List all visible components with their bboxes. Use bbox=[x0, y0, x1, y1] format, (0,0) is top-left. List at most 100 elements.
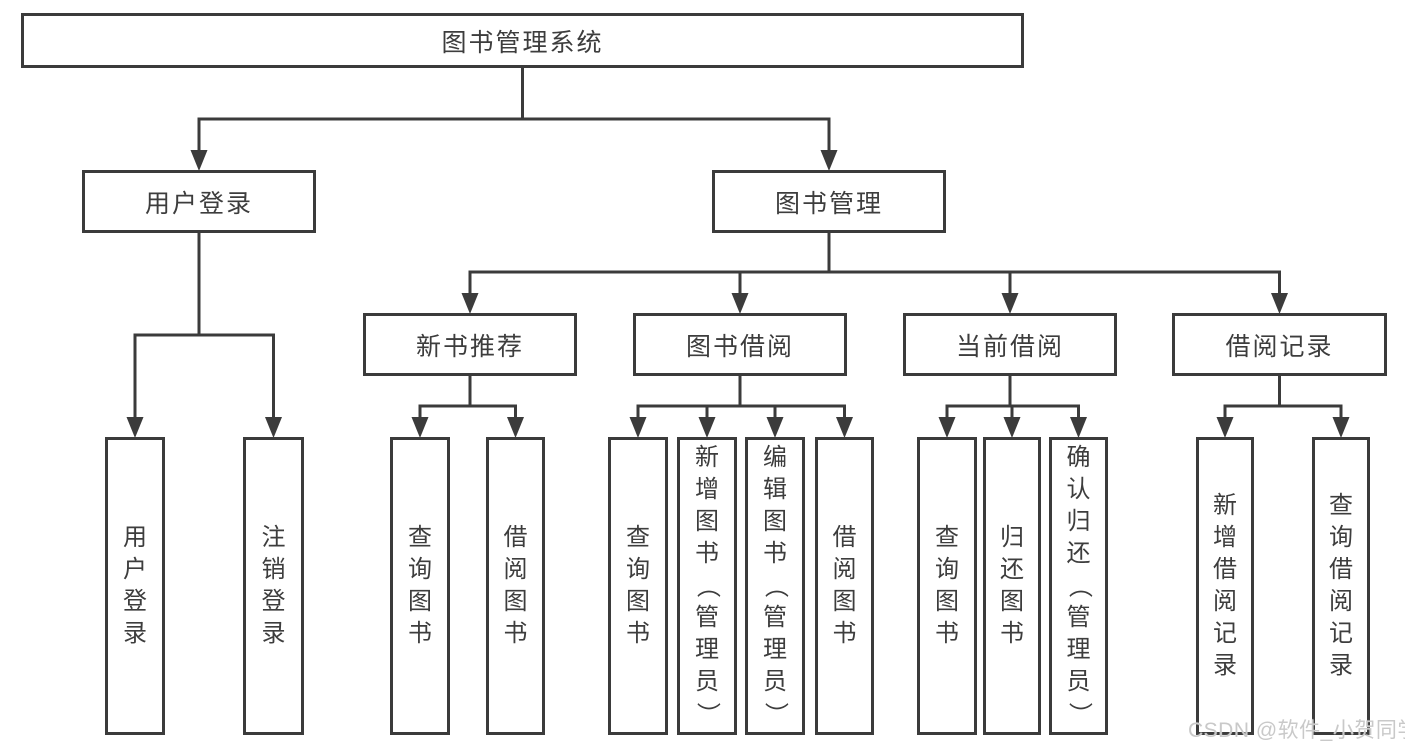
vertical-char: 询 bbox=[408, 556, 432, 583]
node-label: 图书管理系统 bbox=[441, 28, 604, 57]
vertical-char: 录 bbox=[1213, 652, 1237, 679]
node-label: 查询图书 bbox=[920, 440, 974, 732]
vertical-char: 阅 bbox=[1213, 588, 1237, 615]
vertical-char: 还 bbox=[1000, 556, 1024, 583]
node-leaf-logout: 注销登录 bbox=[243, 437, 304, 735]
node-login: 用户登录 bbox=[82, 170, 316, 233]
arrowhead bbox=[190, 150, 208, 171]
node-label: 当前借阅 bbox=[955, 332, 1064, 361]
vertical-char: （ bbox=[694, 574, 721, 598]
vertical-char: 注 bbox=[261, 524, 286, 551]
arrowhead bbox=[1001, 293, 1019, 314]
vertical-char: 录 bbox=[1329, 652, 1353, 679]
vertical-char: 增 bbox=[1213, 524, 1237, 551]
vertical-char: 查 bbox=[408, 524, 432, 551]
vertical-char: 阅 bbox=[1329, 588, 1353, 615]
vertical-char: 记 bbox=[1329, 620, 1353, 647]
vertical-char: 户 bbox=[123, 556, 147, 583]
vertical-char: 员 bbox=[695, 668, 719, 695]
arrowhead bbox=[731, 293, 749, 314]
vertical-char: 阅 bbox=[503, 556, 528, 583]
vertical-char: 询 bbox=[1329, 524, 1353, 551]
node-mgmt: 图书管理 bbox=[712, 170, 946, 233]
vertical-char: 管 bbox=[695, 604, 719, 631]
vertical-char: 书 bbox=[408, 620, 432, 647]
vertical-char: 用 bbox=[123, 524, 147, 551]
vertical-char: 新 bbox=[1213, 492, 1237, 519]
vertical-char: 借 bbox=[1329, 556, 1353, 583]
vertical-char: （ bbox=[762, 574, 789, 598]
node-label: 查询图书 bbox=[393, 440, 447, 732]
node-current: 当前借阅 bbox=[903, 313, 1117, 376]
vertical-char: 理 bbox=[1066, 636, 1091, 663]
node-leaf-bw-query: 查询图书 bbox=[608, 437, 668, 735]
node-label: 借阅图书 bbox=[818, 440, 871, 732]
vertical-char: 图 bbox=[832, 588, 857, 615]
arrowhead bbox=[1216, 417, 1234, 438]
node-root: 图书管理系统 bbox=[21, 13, 1024, 68]
node-label: 查询图书 bbox=[611, 440, 665, 732]
arrowhead bbox=[1332, 417, 1350, 438]
node-leaf-rec-query: 查询借阅记录 bbox=[1312, 437, 1370, 735]
node-label: 归还图书 bbox=[986, 440, 1038, 732]
arrowhead bbox=[411, 417, 429, 438]
arrowhead bbox=[836, 417, 853, 438]
node-label: 图书借阅 bbox=[685, 332, 794, 361]
csdn-watermark: CSDN @软件_小贺同学 bbox=[1188, 719, 1405, 742]
vertical-char: 确 bbox=[1066, 444, 1091, 471]
vertical-char: 书 bbox=[626, 620, 650, 647]
vertical-char: 图 bbox=[408, 588, 432, 615]
node-leaf-bw-add: 新增图书（管理员） bbox=[677, 437, 737, 735]
vertical-char: 图 bbox=[695, 508, 719, 535]
node-label: 注销登录 bbox=[246, 440, 301, 732]
node-label: 确认归还（管理员） bbox=[1052, 440, 1105, 732]
vertical-char: 书 bbox=[763, 540, 787, 567]
node-label: 借阅记录 bbox=[1225, 332, 1334, 361]
arrowhead bbox=[766, 417, 784, 438]
node-leaf-cur-confirm: 确认归还（管理员） bbox=[1049, 437, 1108, 735]
arrowhead bbox=[820, 150, 838, 171]
vertical-char: 认 bbox=[1066, 476, 1091, 503]
vertical-char: 登 bbox=[261, 588, 286, 615]
vertical-char: 书 bbox=[1000, 620, 1024, 647]
vertical-char: 编 bbox=[763, 444, 787, 471]
arrowhead bbox=[507, 417, 524, 438]
vertical-char: 记 bbox=[1213, 620, 1237, 647]
vertical-char: 理 bbox=[763, 636, 787, 663]
vertical-char: 登 bbox=[123, 588, 147, 615]
node-leaf-nb-query: 查询图书 bbox=[390, 437, 450, 735]
vertical-char: 查 bbox=[626, 524, 650, 551]
vertical-char: 询 bbox=[935, 556, 959, 583]
vertical-char: 书 bbox=[695, 540, 719, 567]
arrowhead bbox=[1070, 417, 1087, 438]
vertical-char: 图 bbox=[626, 588, 650, 615]
node-newbook: 新书推荐 bbox=[363, 313, 577, 376]
vertical-char: 阅 bbox=[832, 556, 857, 583]
vertical-char: 书 bbox=[503, 620, 528, 647]
vertical-char: 书 bbox=[935, 620, 959, 647]
node-label: 借阅图书 bbox=[489, 440, 542, 732]
arrowhead bbox=[461, 293, 479, 314]
vertical-char: 新 bbox=[695, 444, 719, 471]
vertical-char: ） bbox=[694, 702, 721, 726]
node-borrow: 图书借阅 bbox=[633, 313, 847, 376]
vertical-char: 询 bbox=[626, 556, 650, 583]
node-label: 查询借阅记录 bbox=[1315, 440, 1367, 732]
vertical-char: 录 bbox=[123, 620, 147, 647]
node-label: 用户登录 bbox=[144, 189, 253, 218]
vertical-char: 销 bbox=[261, 556, 286, 583]
vertical-char: 借 bbox=[503, 524, 528, 551]
node-leaf-nb-borrow: 借阅图书 bbox=[486, 437, 545, 735]
vertical-char: 图 bbox=[935, 588, 959, 615]
vertical-char: 图 bbox=[763, 508, 787, 535]
vertical-char: 管 bbox=[763, 604, 787, 631]
vertical-char: 员 bbox=[763, 668, 787, 695]
vertical-char: 借 bbox=[832, 524, 857, 551]
arrowhead bbox=[698, 417, 716, 438]
node-label: 用户登录 bbox=[108, 440, 162, 732]
vertical-char: 员 bbox=[1066, 668, 1091, 695]
vertical-char: 书 bbox=[832, 620, 857, 647]
node-records: 借阅记录 bbox=[1172, 313, 1387, 376]
arrowhead bbox=[629, 417, 647, 438]
